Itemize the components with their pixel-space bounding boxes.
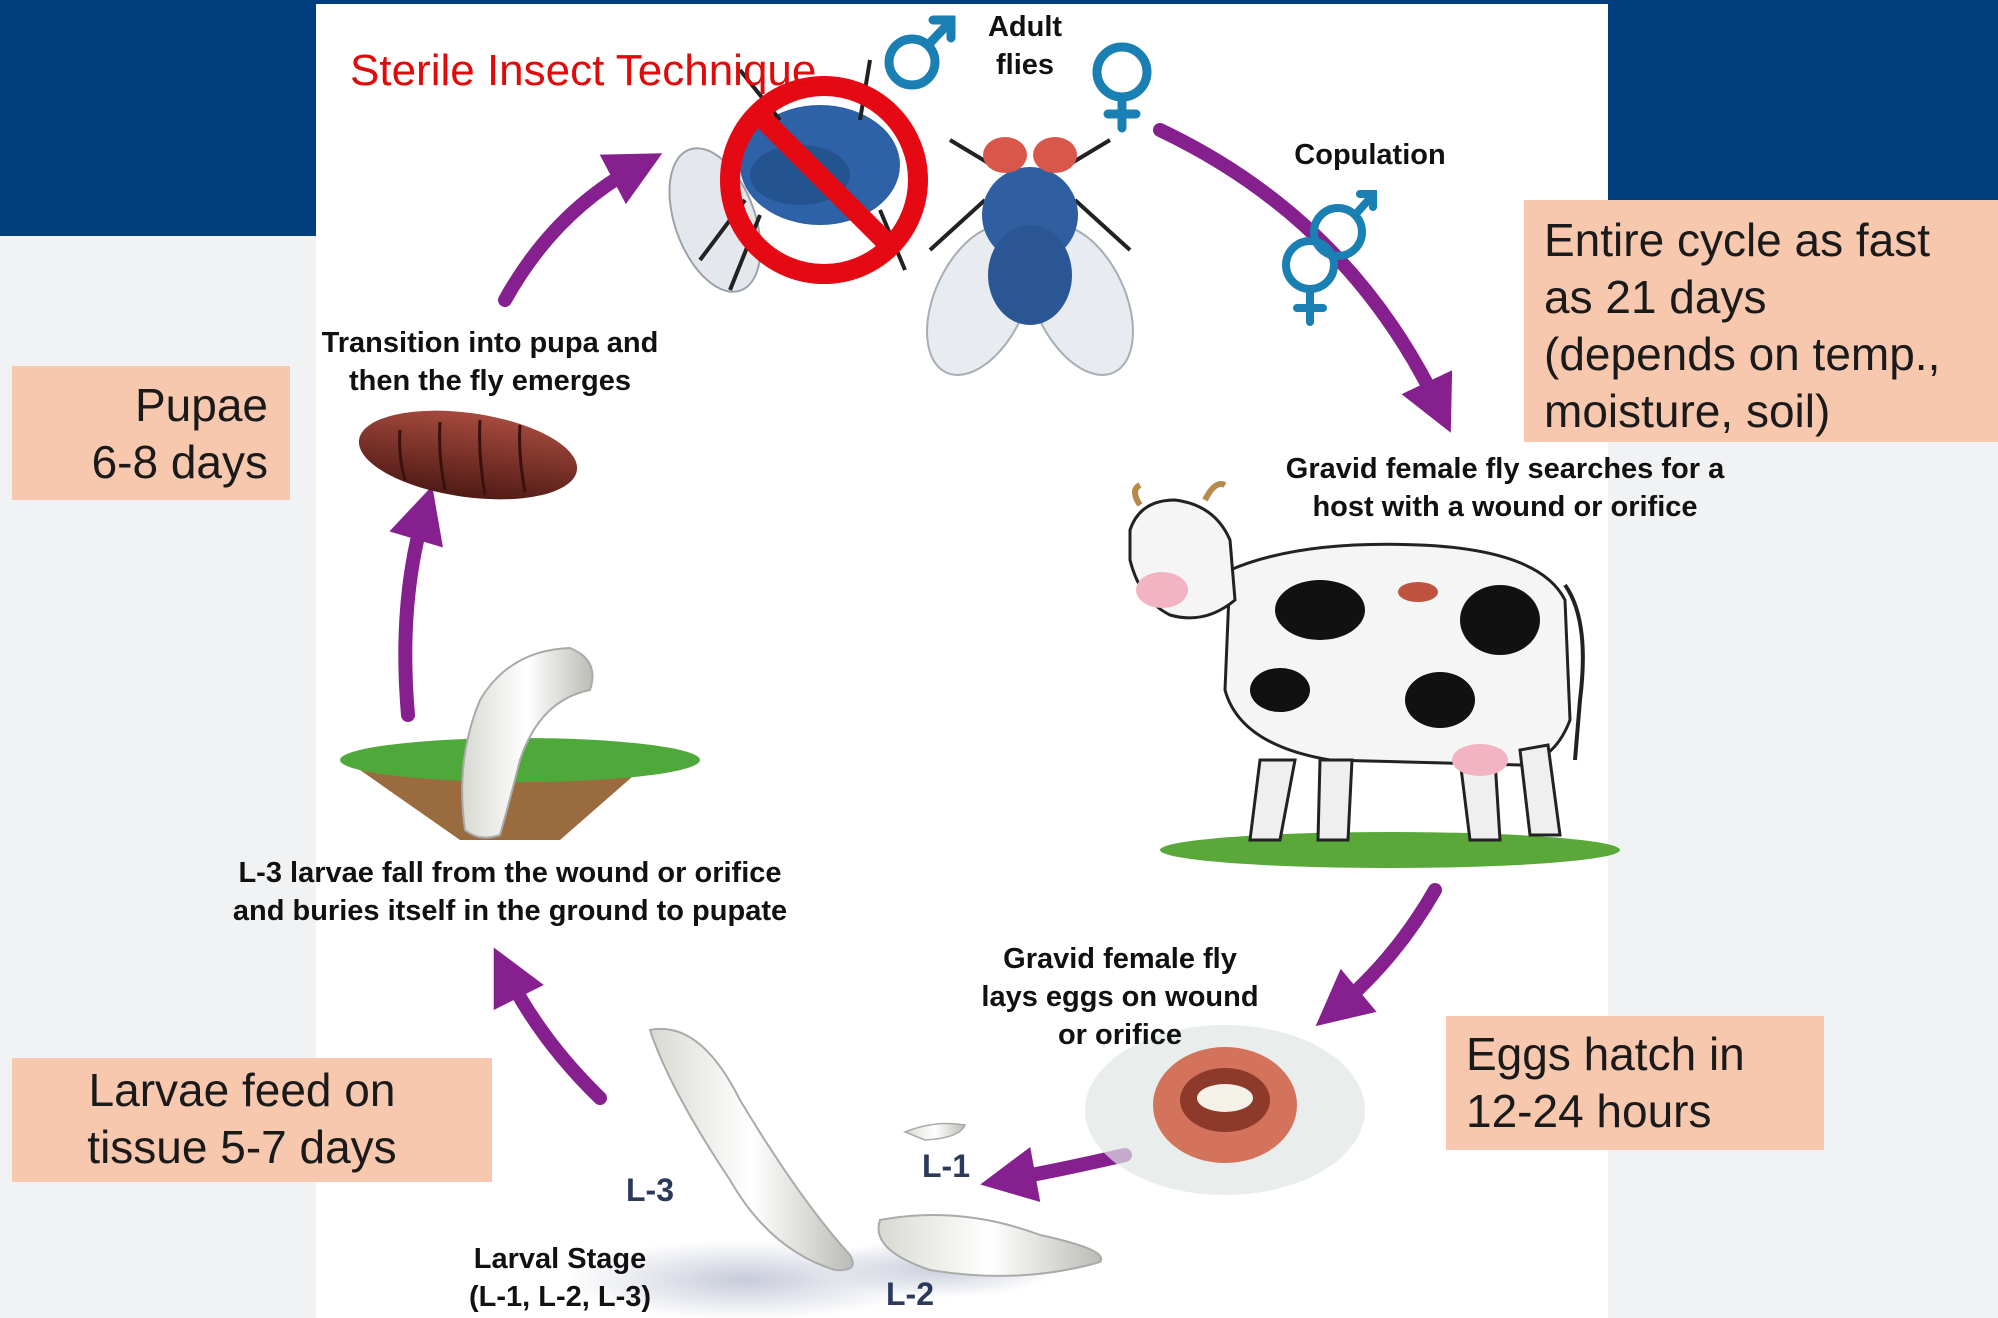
arrow-to-adult (505, 165, 640, 300)
lays-eggs-label: Gravid female fly lays eggs on wound or … (950, 940, 1290, 1054)
copulation-label: Copulation (1260, 136, 1480, 174)
pupa-icon (353, 398, 583, 512)
larva-icon (905, 1124, 965, 1140)
pupae-note: Pupae 6-8 days (12, 366, 290, 500)
eggs-note: Eggs hatch in 12-24 hours (1446, 1016, 1824, 1150)
entire-cycle-note: Entire cycle as fast as 21 days (depends… (1524, 200, 1998, 442)
adult-flies-label: Adult flies (960, 8, 1090, 84)
larva-icon (340, 648, 700, 840)
l3-fall-label: L-3 larvae fall from the wound or orific… (180, 854, 840, 930)
larvae-note: Larvae feed on tissue 5-7 days (12, 1058, 492, 1182)
fly-icon (905, 137, 1154, 392)
larval-stage-label: Larval Stage (L-1, L-2, L-3) (420, 1240, 700, 1316)
cow-icon (1130, 484, 1620, 868)
larva-icon (820, 1215, 1101, 1298)
gravid-search-label: Gravid female fly searches for a host wi… (1230, 450, 1780, 526)
arrow-to-ground (505, 970, 600, 1098)
diagram-title: Sterile Insect Technique (350, 42, 816, 100)
arrow-to-l1 (1005, 1155, 1125, 1180)
arrow-to-pupa (405, 510, 425, 715)
female-symbol-icon (1097, 47, 1147, 128)
stage-l2-label: L-2 (886, 1276, 934, 1313)
stage-l3-label: L-3 (626, 1172, 674, 1209)
male-symbol-icon (889, 20, 951, 85)
stage-l1-label: L-1 (922, 1148, 970, 1185)
transition-label: Transition into pupa and then the fly em… (290, 324, 690, 400)
arrow-to-eggs (1335, 890, 1435, 1010)
